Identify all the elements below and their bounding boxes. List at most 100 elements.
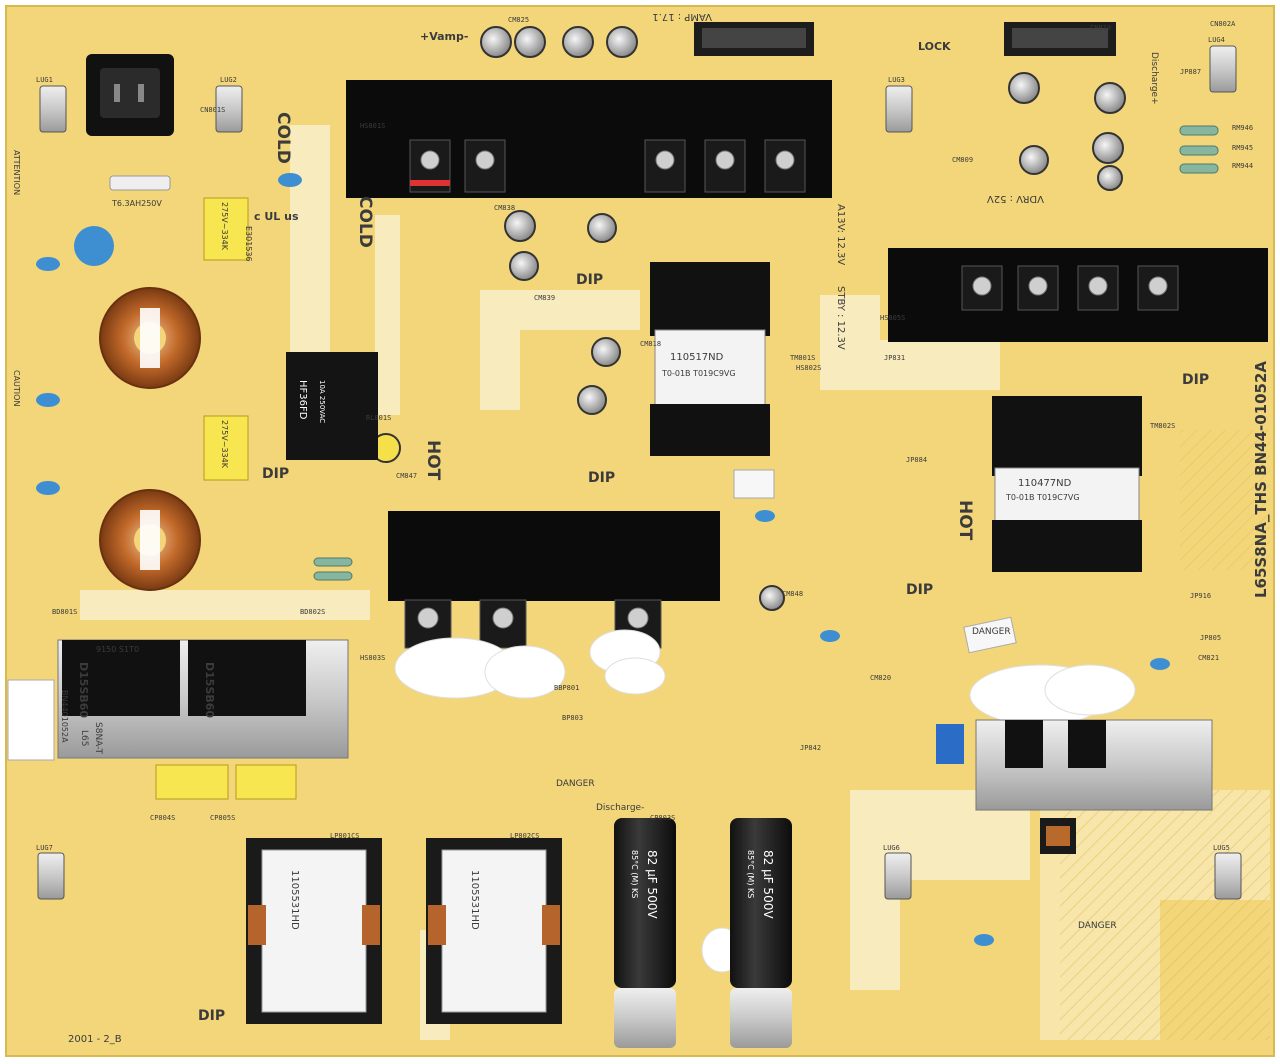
ref-label-cm821: CM821 bbox=[1198, 654, 1219, 662]
ref-label-cm847: CM847 bbox=[396, 472, 417, 480]
cap-x2b-label: 275V~334K bbox=[220, 420, 229, 469]
film-capacitor-white-2 bbox=[963, 616, 1017, 654]
ref-label-hs805s: HS805S bbox=[880, 314, 905, 322]
ref-label-rm945: RM945 bbox=[1232, 144, 1253, 152]
cold-label-1: COLD bbox=[273, 112, 293, 164]
vdrv-label: VDRV : 52V bbox=[987, 193, 1044, 204]
ref-label-tm801s: TM801S bbox=[790, 354, 815, 362]
vamp-label: VAMP : 17.1 bbox=[652, 11, 712, 22]
vamp-header-label: +Vamp- bbox=[420, 30, 468, 43]
transformer-2-label: 110477ND bbox=[1018, 478, 1072, 489]
cold-label-2: COLD bbox=[355, 196, 375, 248]
small-choke bbox=[1040, 818, 1076, 854]
bridge-rectifiers bbox=[62, 640, 1106, 768]
thermal-glue bbox=[394, 629, 1136, 973]
y-capacitors bbox=[36, 173, 1170, 946]
sticker-line3-label: S8NA-T bbox=[93, 722, 103, 755]
attention-label: ATTENTION bbox=[12, 150, 21, 195]
ref-label-jp805: JP805 bbox=[1200, 634, 1221, 642]
hatched-right-zone bbox=[1180, 430, 1270, 570]
ref-label-bd801s: BD801S bbox=[52, 608, 77, 616]
ref-label-tm802s: TM802S bbox=[1150, 422, 1175, 430]
ref-label-cn801s: CN801S bbox=[200, 106, 225, 114]
film-capacitor-blue bbox=[936, 724, 964, 764]
ref-label-cn802a: CN802A bbox=[1210, 20, 1236, 28]
relay-brand-label: HF36FD bbox=[297, 380, 308, 420]
transformer-1-label: 110517ND bbox=[670, 352, 724, 363]
transformers bbox=[650, 262, 1142, 572]
bridge-1-label: D15SB60 bbox=[77, 662, 90, 718]
fuse-label: T6.3AH250V bbox=[111, 199, 162, 208]
dip-label-4: DIP bbox=[906, 582, 933, 598]
hot-label-2: HOT bbox=[955, 500, 975, 541]
ref-label-cp804s: CP804S bbox=[150, 814, 175, 822]
ref-label-jp887: JP887 bbox=[1180, 68, 1201, 76]
bridge-code-label: 9150 S1T0 bbox=[96, 645, 139, 654]
danger-label-1: DANGER bbox=[556, 779, 595, 789]
ref-label-hs802s: HS802S bbox=[796, 364, 821, 372]
ref-label-lug3: LUG3 bbox=[888, 76, 905, 84]
cap-big-2-label: 82 μF 500V bbox=[761, 850, 775, 919]
top-connectors bbox=[694, 22, 1116, 56]
dip-label-1: DIP bbox=[576, 272, 603, 288]
ref-label-cm839: CM839 bbox=[534, 294, 555, 302]
x2-capacitors bbox=[155, 197, 297, 800]
cap-series-2-label: 85°C (M) KS bbox=[746, 850, 755, 898]
ref-label-jp842: JP842 bbox=[800, 744, 821, 752]
hot-label-1: HOT bbox=[423, 440, 443, 481]
ref-label-cp803s: CP803S bbox=[650, 814, 675, 822]
relay-spec-label: 10A 250VAC bbox=[318, 380, 326, 423]
bulk-capacitors bbox=[614, 818, 792, 1048]
inductor-1-label: 1105531HD bbox=[289, 870, 300, 930]
caution-label: CAUTION bbox=[12, 370, 21, 406]
resistors bbox=[313, 125, 1219, 581]
dip-label-5: DIP bbox=[1182, 372, 1209, 388]
ref-label-lug5: LUG5 bbox=[1213, 844, 1230, 852]
ref-label-bd802s: BD802S bbox=[300, 608, 325, 616]
ref-label-hs801s: HS801S bbox=[360, 122, 385, 130]
discharge-minus-label: Discharge- bbox=[596, 803, 644, 813]
ref-label-lug7: LUG7 bbox=[36, 844, 53, 852]
ac-inlet-connector bbox=[86, 54, 174, 136]
ref-label-jp831: JP831 bbox=[884, 354, 905, 362]
lock-label: LOCK bbox=[918, 40, 951, 53]
ref-label-rl801s: RL801S bbox=[366, 414, 391, 422]
ref-label-cm825: CM825 bbox=[508, 16, 529, 24]
ref-label-rm946: RM946 bbox=[1232, 124, 1253, 132]
bridge-2-label: D15SB60 bbox=[203, 662, 216, 718]
ref-label-lug6: LUG6 bbox=[883, 844, 900, 852]
ref-label-cn810: CN810 bbox=[1090, 24, 1111, 32]
relay bbox=[286, 352, 378, 460]
cap-x2-label: 275V~334K bbox=[220, 202, 229, 251]
hatched-hot-zone bbox=[1060, 790, 1270, 1040]
stby-label: STBY : 12.3V bbox=[835, 286, 846, 350]
ul-file-label: E301536 bbox=[244, 226, 253, 262]
dip-label-3: DIP bbox=[588, 470, 615, 486]
ref-label-rm944: RM944 bbox=[1232, 162, 1253, 170]
discharge-plus-label: Discharge+ bbox=[1149, 52, 1159, 105]
transformer-2b-label: T0-01B T019C7VG bbox=[1005, 493, 1080, 502]
model-vertical-label: L65S8NA_THS BN44-01052A bbox=[1252, 361, 1270, 598]
lug-terminals bbox=[37, 45, 1242, 900]
ref-label-lp801cs: LP801CS bbox=[330, 832, 360, 840]
dip-label-2: DIP bbox=[262, 466, 289, 482]
ref-label-cm809: CM809 bbox=[952, 156, 973, 164]
ref-label-cm820: CM820 bbox=[870, 674, 891, 682]
ref-label-hs803s: HS803S bbox=[360, 654, 385, 662]
ref-label-lug4: LUG4 bbox=[1208, 36, 1225, 44]
mosfets bbox=[404, 139, 1179, 649]
ref-label-jp884: JP884 bbox=[906, 456, 927, 464]
common-mode-chokes bbox=[246, 838, 562, 1024]
ref-label-lug2: LUG2 bbox=[220, 76, 237, 84]
cap-series-1-label: 85°C (M) KS bbox=[630, 850, 639, 898]
ref-label-jp916: JP916 bbox=[1190, 592, 1211, 600]
inductor-2-label: 1105531HD bbox=[469, 870, 480, 930]
ref-label-bp803: BP803 bbox=[562, 714, 583, 722]
film-capacitor-white bbox=[733, 469, 775, 499]
ref-label-cp805s: CP805S bbox=[210, 814, 235, 822]
a13v-label: A13V: 12.3V bbox=[835, 204, 846, 265]
barcode-sticker bbox=[7, 679, 55, 761]
sticker-line2-label: L65 bbox=[79, 730, 89, 746]
